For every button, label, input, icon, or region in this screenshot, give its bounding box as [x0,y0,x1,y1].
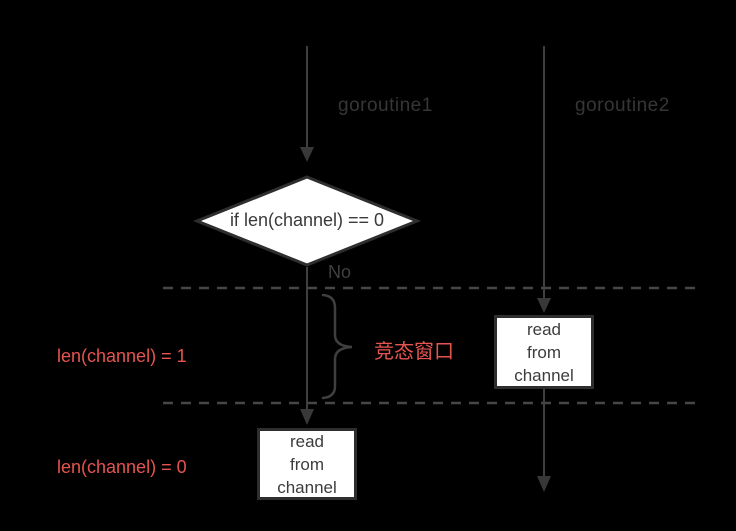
box-line: read [289,431,325,451]
state-label-len0: len(channel) = 0 [57,457,187,477]
box-line: from [290,454,324,474]
read-from-channel-box-goroutine2: read from channel [494,315,594,389]
box-line: read [526,319,562,339]
lane-label-goroutine1: goroutine1 [338,95,433,116]
arrowhead-into-goroutine2-box-icon [537,298,551,313]
arrowhead-into-diamond-icon [300,147,314,162]
race-window-brace-icon [321,293,353,400]
arrowhead-into-goroutine1-box-icon [300,409,314,425]
box-line: channel [514,365,574,385]
lane-label-goroutine2: goroutine2 [575,95,670,116]
arrowhead-goroutine2-end-icon [537,476,551,492]
box-line: channel [277,477,337,497]
state-label-len1: len(channel) = 1 [57,346,187,366]
race-window-label: 竞态窗口 [374,339,454,363]
read-from-channel-box-goroutine1: read from channel [257,428,357,500]
box-line: from [527,342,561,362]
branch-label-no: No [328,262,352,282]
decision-label: if len(channel) == 0 [229,210,385,230]
decision-diamond [192,175,422,267]
